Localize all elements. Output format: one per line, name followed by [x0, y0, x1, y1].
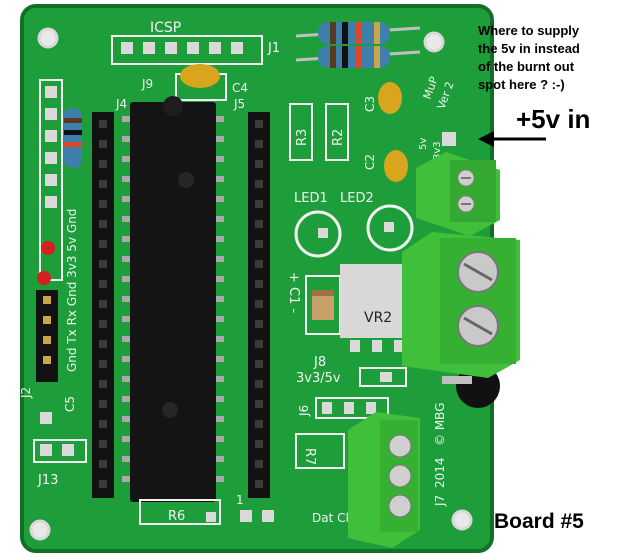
arrow-icon — [478, 131, 546, 147]
led2-outline — [366, 204, 414, 252]
label-j9: J9 — [141, 77, 153, 91]
label-5v: 5v — [418, 138, 429, 150]
label-j6: J6 — [297, 405, 311, 417]
c5-pads — [40, 412, 74, 456]
chip-dimple — [178, 172, 194, 188]
chip-pins-left — [122, 116, 130, 482]
label-3v3: 3v3 — [432, 141, 443, 160]
label-j4: J4 — [115, 97, 127, 111]
label-pin1: 1 — [236, 493, 244, 507]
left-pads — [45, 86, 57, 208]
plus-5v-callout: +5v in — [516, 104, 591, 134]
note-line: the 5v in instead — [478, 41, 580, 56]
r2-outline — [325, 103, 349, 161]
label-j7: J7 — [433, 495, 447, 507]
terminal-block-large — [402, 232, 520, 378]
transistor-legs — [442, 376, 472, 384]
note-line: Where to supply — [478, 23, 580, 38]
label-j8-options: 3v3/5v — [296, 371, 341, 386]
j6-pads — [315, 397, 389, 419]
resistor-top-1 — [295, 22, 421, 44]
label-r7: R7 — [302, 448, 317, 465]
chip-pins-right — [216, 116, 224, 482]
led1-pad — [318, 228, 328, 238]
r3-outline — [289, 103, 313, 161]
terminal-block-bottom — [348, 412, 420, 548]
label-mbg: © MBG — [433, 403, 447, 447]
led1-outline — [294, 210, 342, 258]
red-jumper-wire-2 — [37, 271, 51, 285]
note-line: spot here ? :-) — [478, 77, 565, 92]
left-male-pins — [43, 296, 51, 364]
header-j5-holes — [255, 120, 263, 488]
led2-pad — [384, 222, 394, 232]
j8-jumper — [359, 367, 407, 387]
label-c2: C2 — [363, 154, 377, 170]
label-j13: J13 — [37, 473, 58, 488]
icsp-pads — [121, 42, 243, 54]
burnt-spot-pad — [442, 132, 456, 146]
resistor-top-2 — [295, 46, 421, 68]
label-vr2: VR2 — [364, 310, 392, 326]
c3-capacitor — [378, 82, 402, 114]
j13-pads — [33, 439, 87, 463]
chip-notch — [163, 96, 183, 116]
red-jumper-wire-1 — [41, 241, 55, 255]
board-caption: Board #5 — [494, 510, 584, 533]
label-j1: J1 — [267, 41, 280, 56]
j6-pad-squares — [322, 402, 376, 414]
label-year: 2014 — [433, 457, 447, 488]
label-c4: C4 — [232, 81, 248, 95]
vr2-small-pads — [350, 340, 404, 352]
label-led2: LED2 — [340, 191, 374, 206]
question-note: Where to supply the 5v in instead of the… — [478, 22, 618, 94]
label-r2: R2 — [331, 129, 346, 146]
label-left-header: Gnd Tx Rx Gnd 3v3 5v Gnd — [65, 209, 79, 372]
label-c3: C3 — [363, 96, 377, 112]
label-j5: J5 — [233, 97, 245, 111]
r7-outline — [295, 433, 345, 469]
label-icsp: ICSP — [150, 20, 181, 36]
label-c1: + C1 - — [286, 272, 301, 314]
resistor-left — [64, 108, 82, 168]
header-j4-holes — [99, 120, 107, 488]
icsp-outline — [111, 35, 263, 65]
c1-stripe — [312, 290, 334, 296]
label-led1: LED1 — [294, 191, 328, 206]
terminal-block-small — [416, 152, 500, 236]
c4-capacitor — [180, 64, 220, 88]
label-r6: R6 — [168, 509, 185, 524]
label-r3: R3 — [295, 129, 310, 146]
label-j2: J2 — [19, 387, 33, 399]
label-j8: J8 — [313, 355, 326, 370]
microcontroller-chip — [130, 102, 216, 502]
c1-capacitor — [312, 290, 334, 320]
mounting-holes — [29, 27, 473, 541]
c2-capacitor — [384, 150, 408, 182]
vr2-pad — [340, 264, 406, 338]
bottom-pads — [206, 510, 274, 522]
left-pad-column — [39, 79, 63, 281]
chip-dimple-2 — [162, 402, 178, 418]
note-line: of the burnt out — [478, 59, 575, 74]
j8-pad — [380, 372, 392, 382]
r6-outline — [139, 499, 221, 525]
label-c5: C5 — [63, 396, 77, 412]
